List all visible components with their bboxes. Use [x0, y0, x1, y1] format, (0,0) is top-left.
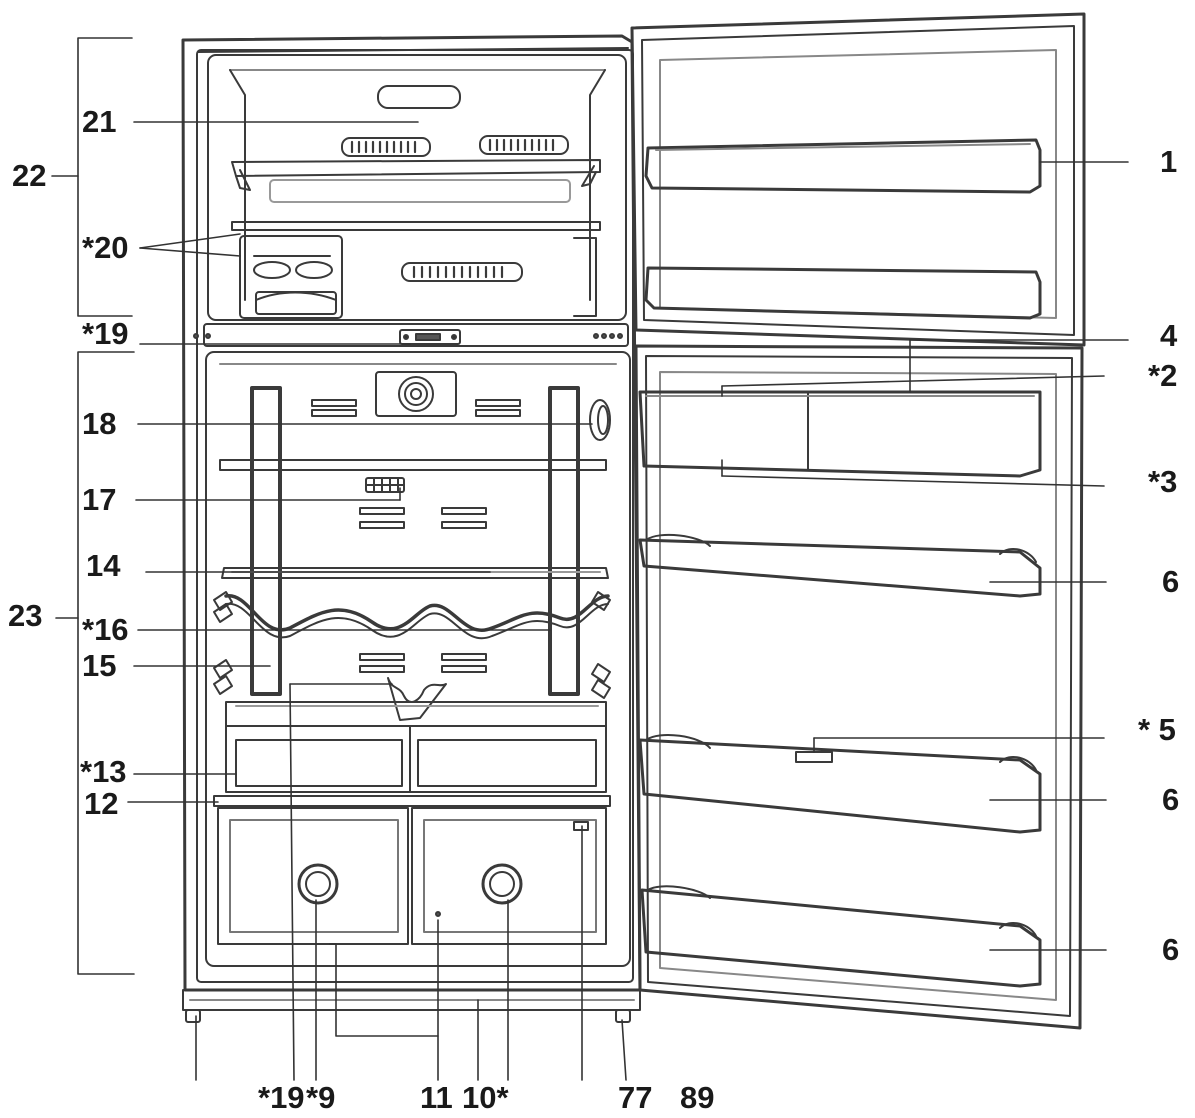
fridge-shelf-upper	[219, 459, 607, 471]
foot-right	[615, 1009, 631, 1023]
ice-tray	[239, 235, 343, 319]
fridge-lamp	[589, 399, 611, 441]
glass-shelf	[221, 567, 609, 579]
freezer-lamp	[377, 85, 461, 109]
fresh-food-compartment	[205, 351, 631, 967]
label-6-lower: 6	[1162, 932, 1180, 967]
label-18: 18	[82, 406, 117, 441]
label-5: * 5	[1138, 712, 1176, 747]
label-16: *16	[82, 612, 129, 647]
label-17: 17	[82, 482, 117, 517]
wine-rack	[224, 594, 610, 632]
label-4: 4	[1160, 318, 1178, 353]
crisper-drawer-right	[411, 807, 607, 945]
chiller-drawer	[225, 725, 607, 793]
door-bin-middle	[638, 738, 1042, 834]
label-19-bottom: *19	[258, 1080, 305, 1115]
label-3: *3	[1148, 464, 1178, 499]
humidity-control-right	[481, 863, 523, 905]
left-column	[250, 386, 282, 696]
fan-grill	[398, 376, 434, 412]
egg-tray	[387, 677, 447, 721]
label-19: *19	[82, 316, 129, 351]
label-14: 14	[86, 548, 121, 583]
foot-left	[185, 1009, 201, 1023]
label-11-bottom: 11	[420, 1080, 453, 1115]
label-15: 15	[82, 648, 117, 683]
freezer-vent-lower	[401, 262, 523, 282]
label-77-bottom: 77	[618, 1080, 653, 1115]
crisper-drawer-left	[217, 807, 409, 945]
label-20: *20	[82, 230, 129, 265]
label-13: *13	[80, 754, 127, 789]
freezer-shelf	[231, 159, 601, 177]
freezer-vent-right	[479, 135, 569, 155]
door-bin-lower	[640, 888, 1042, 988]
label-9-bottom: *9	[306, 1080, 336, 1115]
fresh-food-door	[634, 344, 1084, 1030]
label-6-upper: 6	[1162, 564, 1180, 599]
ice-cube-tray-left	[253, 261, 291, 279]
freezer-door-bin-lower	[644, 266, 1042, 320]
drawer-tab	[573, 821, 589, 831]
label-22: 22	[12, 158, 47, 193]
label-12: 12	[84, 786, 119, 821]
dairy-compartment	[638, 390, 1042, 478]
humidity-control-left	[297, 863, 339, 905]
leader-lines	[51, 37, 1129, 1081]
freezer-vent-left	[341, 137, 431, 157]
label-2: *2	[1148, 358, 1178, 393]
ice-cube-tray-right	[295, 261, 333, 279]
door-bin-upper	[638, 538, 1042, 598]
label-23: 23	[8, 598, 43, 633]
label-1: 1	[1160, 144, 1178, 179]
right-column	[548, 386, 580, 696]
label-21: 21	[82, 104, 117, 139]
fan-housing	[375, 371, 457, 417]
egg-holder	[795, 751, 833, 763]
label-10-bottom: 10*	[462, 1080, 509, 1115]
control-panel-strip	[193, 323, 629, 347]
temperature-control	[399, 329, 461, 345]
freezer-door	[630, 12, 1086, 347]
label-6-middle: 6	[1162, 782, 1180, 817]
freezer-door-bin-upper	[644, 138, 1042, 194]
crisper-cover	[213, 795, 611, 807]
label-89-bottom: 89	[680, 1080, 715, 1115]
freezer-compartment	[207, 54, 627, 321]
